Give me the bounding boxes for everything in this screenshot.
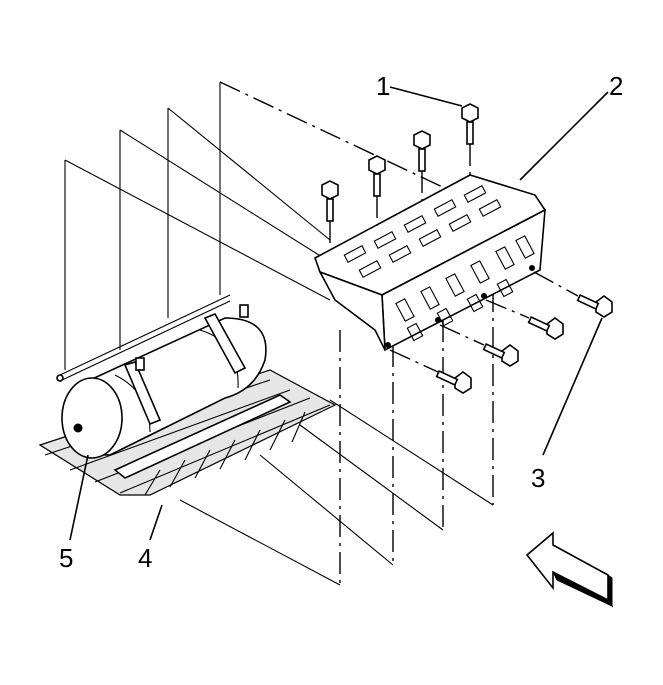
- top-bolt-1: [321, 180, 339, 248]
- rail-ribs: [144, 411, 306, 496]
- top-bolt-2: [368, 155, 386, 226]
- top-bolt-3: [413, 130, 431, 200]
- callout-3: 3: [531, 463, 545, 493]
- side-bolt-3: [485, 299, 564, 340]
- top-slots: [343, 185, 502, 278]
- callout-1: 1: [376, 71, 390, 101]
- bolt-icon: [321, 103, 479, 248]
- side-bolts: [389, 271, 613, 394]
- callout-2: 2: [609, 71, 623, 101]
- direction-arrow-icon: [525, 531, 614, 608]
- side-bolt-1: [389, 349, 472, 394]
- leader-lines: [69, 86, 609, 541]
- alignment-lines-left: [64, 81, 471, 370]
- tank-icon: [61, 304, 267, 459]
- callout-4: 4: [138, 543, 152, 573]
- side-slots: [395, 235, 535, 342]
- side-bolt-2: [439, 324, 519, 367]
- callout-5: 5: [59, 543, 73, 573]
- alignment-lines-right: [179, 290, 494, 586]
- shield-icon: [314, 174, 547, 352]
- side-bolt-4: [533, 271, 613, 318]
- top-bolt-4: [461, 103, 479, 175]
